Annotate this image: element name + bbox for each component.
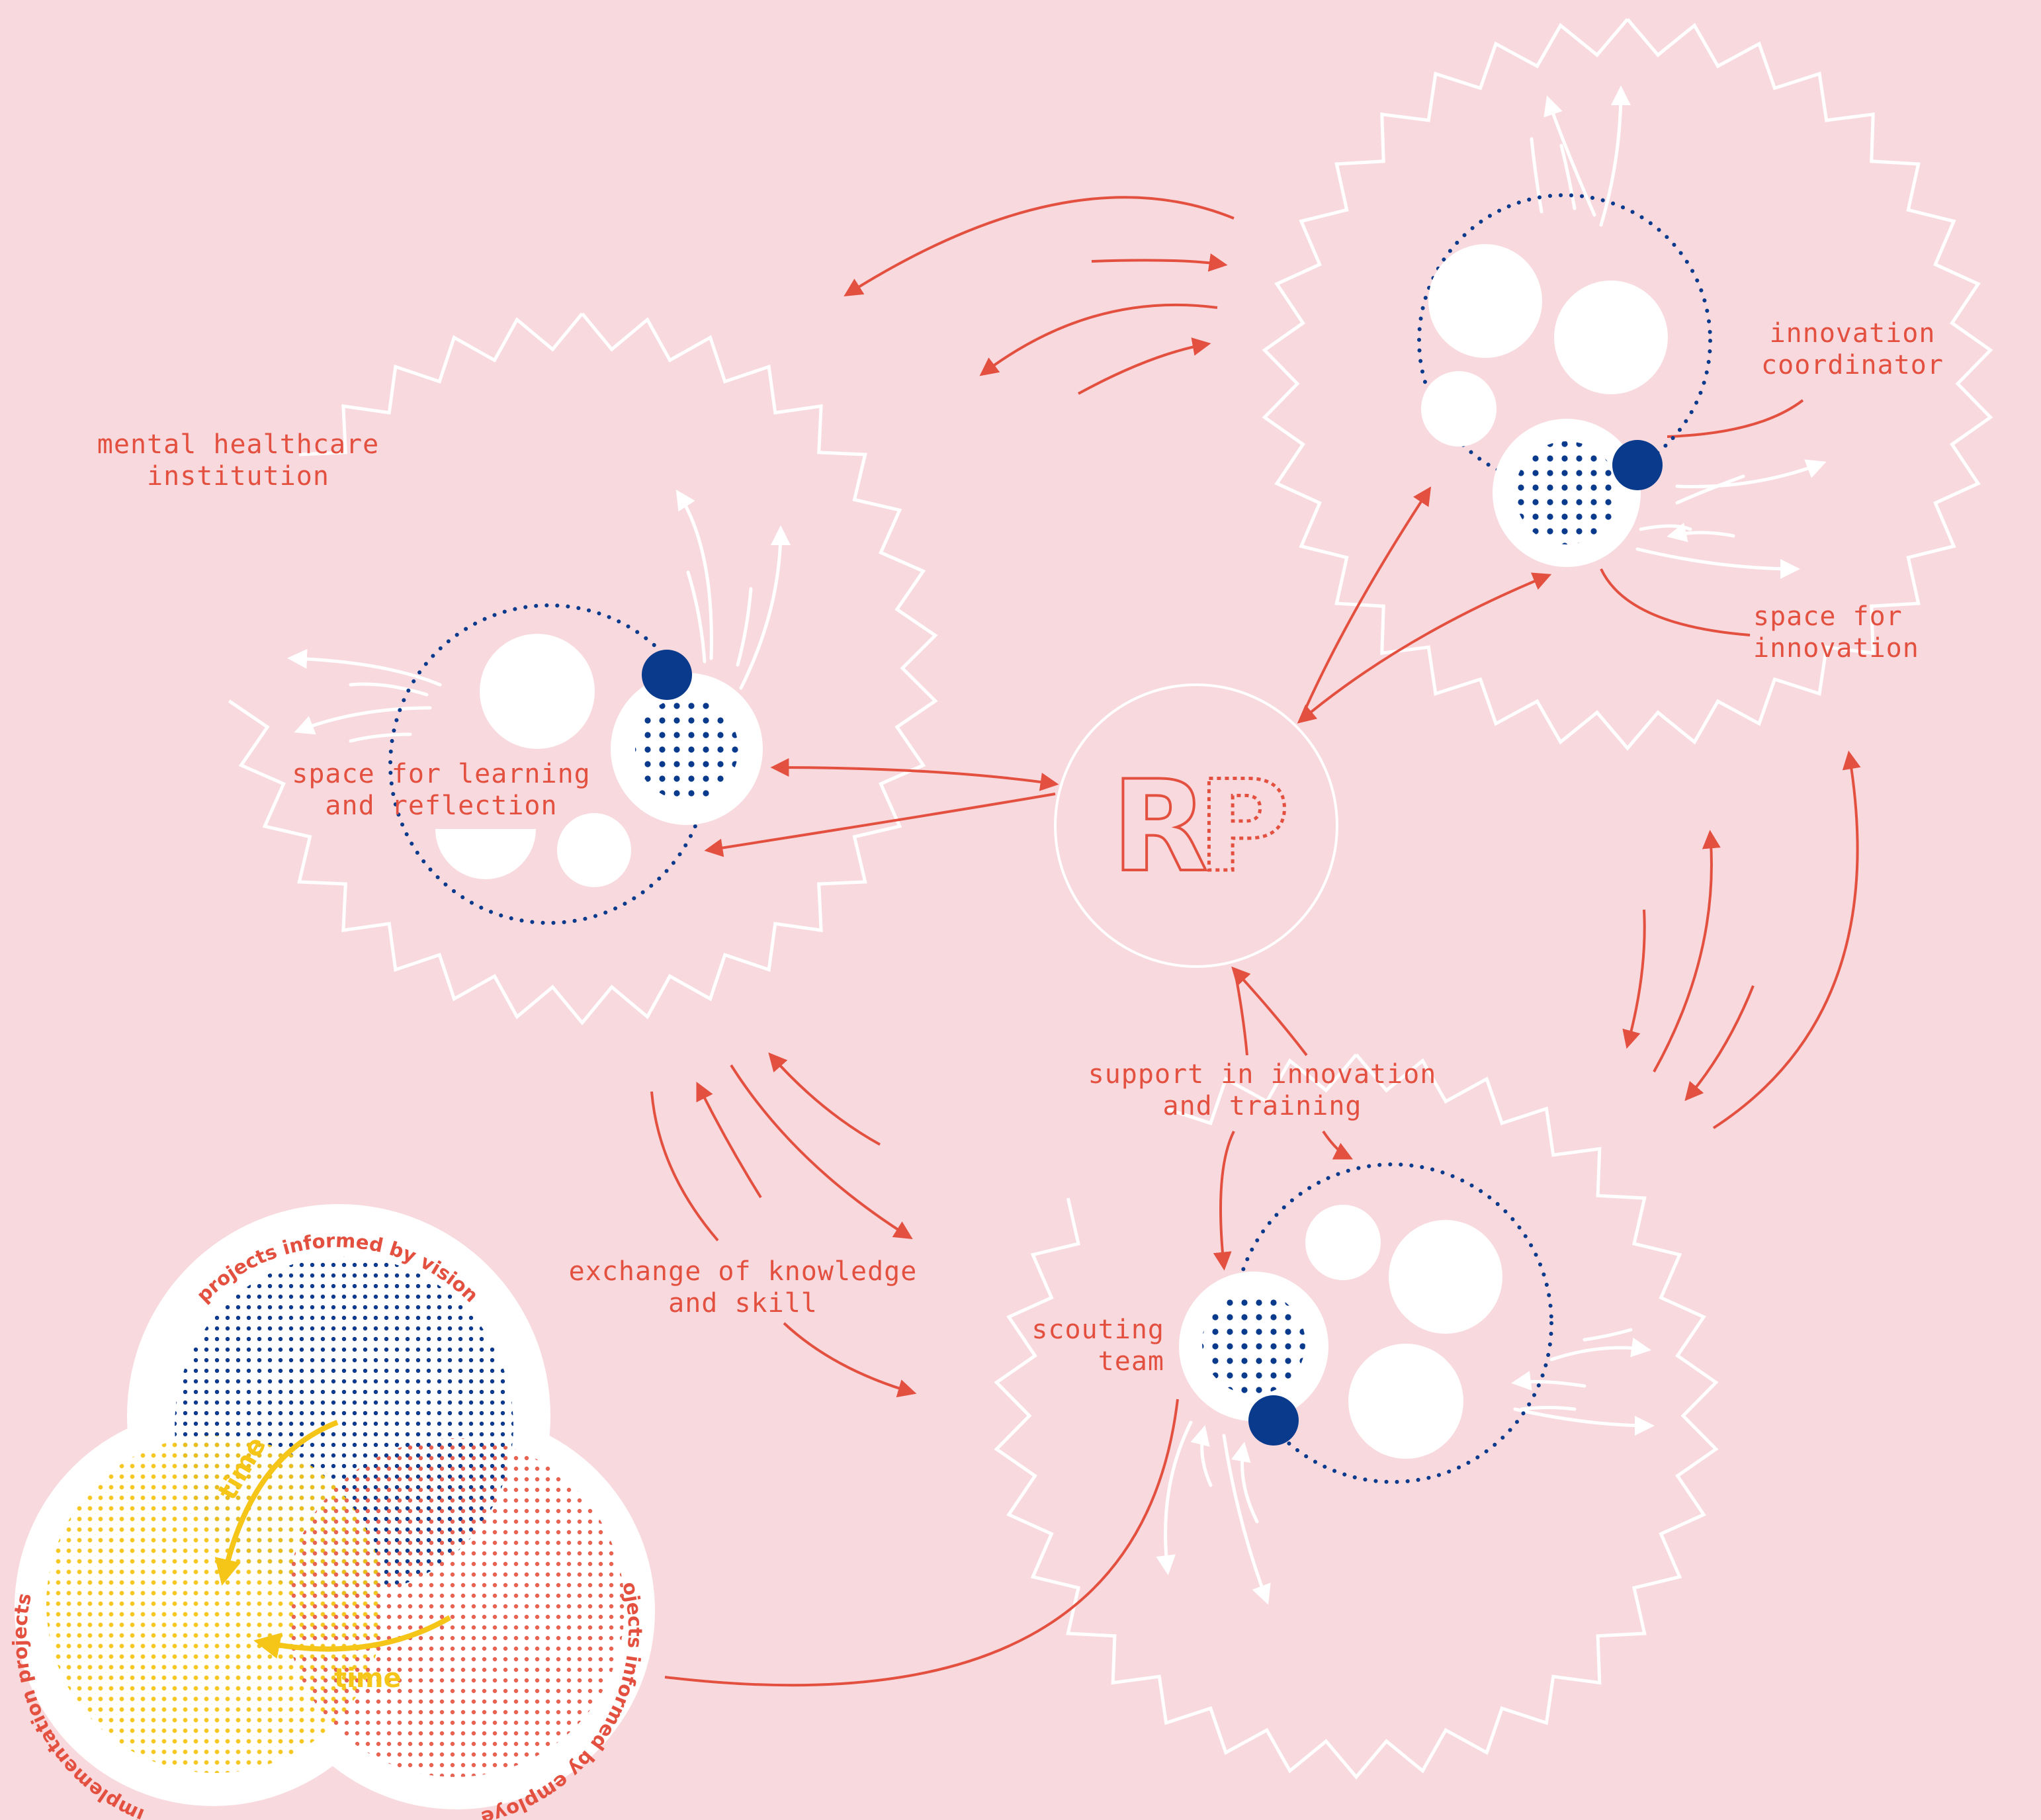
logo-letter-p: P xyxy=(1197,754,1289,900)
member-circle xyxy=(1305,1205,1381,1280)
member-circle xyxy=(557,813,631,887)
member-circle xyxy=(1348,1344,1463,1459)
label-space-innovation-1: space for xyxy=(1753,601,1903,632)
label-mental-healthcare-2: institution xyxy=(147,461,329,492)
label-innovation-coordinator-1: innovation xyxy=(1770,318,1936,349)
dotted-core xyxy=(1515,441,1618,544)
dotted-core xyxy=(635,697,738,801)
member-half-circle xyxy=(435,829,536,879)
venn-diagram: time time projects informed by vision pr… xyxy=(0,0,655,1820)
member-circle xyxy=(1421,371,1497,447)
venn-circle-employees xyxy=(286,1438,625,1777)
dotted-core xyxy=(1202,1291,1305,1395)
node-scouting-team xyxy=(1179,1164,1551,1482)
coordinator-dot xyxy=(1248,1395,1299,1446)
node-innovation xyxy=(1419,195,1710,567)
member-circle xyxy=(480,634,595,749)
label-scouting-1: scouting xyxy=(1031,1315,1164,1345)
label-learning-1: space for learning xyxy=(292,759,590,789)
member-circle xyxy=(1554,281,1668,394)
label-exchange-1: exchange of knowledge xyxy=(569,1256,918,1287)
coordinator-dot xyxy=(1612,440,1663,490)
label-support-2: and training xyxy=(1163,1091,1362,1121)
coordinator-dot xyxy=(642,650,692,700)
logo-letter-r: R xyxy=(1111,754,1208,900)
label-innovation-coordinator-2: coordinator xyxy=(1761,350,1944,380)
label-mental-healthcare-1: mental healthcare xyxy=(97,429,379,460)
label-space-innovation-2: innovation xyxy=(1753,633,1919,664)
time-label-2: time xyxy=(334,1663,402,1694)
member-circle xyxy=(1389,1220,1502,1334)
label-scouting-2: team xyxy=(1098,1346,1164,1377)
relation-arrows xyxy=(652,197,1858,1685)
label-learning-2: and reflection xyxy=(325,791,557,821)
member-circle xyxy=(1428,244,1542,358)
label-exchange-2: and skill xyxy=(668,1288,818,1319)
rp-hub: R P xyxy=(1055,685,1337,967)
label-support-1: support in innovation xyxy=(1088,1059,1437,1090)
